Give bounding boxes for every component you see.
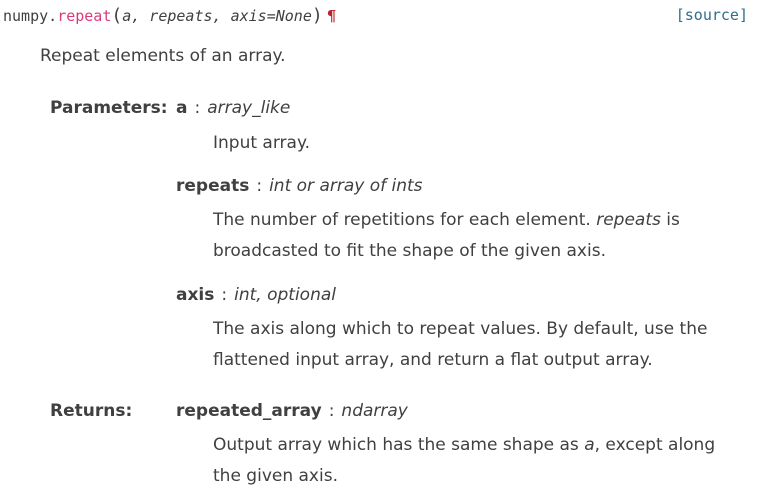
desc-text: , except along [594,435,716,455]
return-description: Output array which has the same shape as… [213,430,715,492]
return-type: ndarray [341,401,408,421]
param-repeats-header: repeats: int or array of ints [176,174,423,198]
desc-text: the given axis. [213,466,338,486]
module-name: numpy. [3,7,58,25]
param-axis-description: The axis along which to repeat values. B… [213,314,707,376]
param-separator: : [221,285,228,305]
param-separator: : [194,98,201,118]
param-name: axis [176,285,215,305]
permalink-icon[interactable]: ¶ [326,7,337,25]
param-repeats-description: The number of repetitions for each eleme… [213,205,680,267]
open-paren: ( [111,5,123,26]
function-signature: numpy.repeat(a, repeats, axis=None)¶ [3,4,336,28]
desc-text: broadcasted to fit the shape of the give… [213,241,606,261]
param-a-header: a: array_like [176,96,290,120]
desc-text: The axis along which to repeat values. B… [213,319,708,339]
param-type: array_like [207,98,291,118]
return-header: repeated_array: ndarray [176,399,408,423]
param-separator: : [256,176,263,196]
parameters-label: Parameters: [50,98,168,118]
desc-text: The number of repetitions for each eleme… [213,210,597,230]
param-a-description: Input array. [213,133,310,153]
param-name: a [176,98,188,118]
return-separator: : [328,401,335,421]
function-args: a, repeats, axis=None [122,7,312,25]
desc-text: flattened input array, and return a flat… [213,350,653,370]
close-paren: ) [311,5,323,26]
param-axis-header: axis: int, optional [176,283,336,307]
desc-text: is [660,210,680,230]
source-link[interactable]: [source] [675,6,748,24]
function-name: repeat [57,7,112,25]
param-type: int or array of ints [269,176,423,196]
desc-emphasis: a [584,435,595,455]
returns-label: Returns: [50,401,133,421]
desc-emphasis: repeats [596,210,661,230]
param-type: int, optional [234,285,336,305]
desc-text: Output array which has the same shape as [213,435,585,455]
param-name: repeats [176,176,250,196]
return-name: repeated_array [176,401,322,421]
summary-text: Repeat elements of an array. [40,46,286,66]
